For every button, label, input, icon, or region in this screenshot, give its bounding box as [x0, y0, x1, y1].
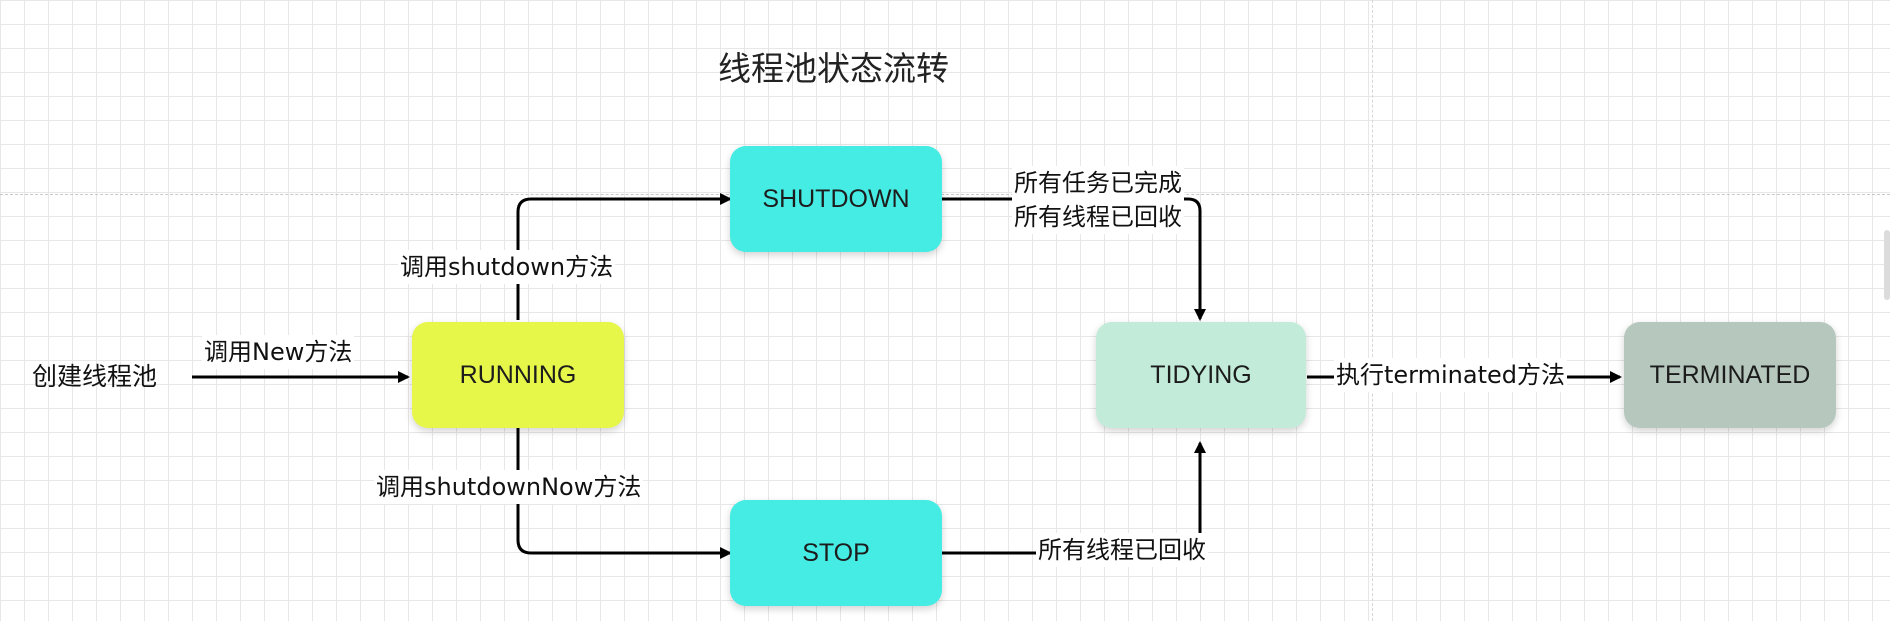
edge-label-to-stop: 调用shutdownNow方法 — [374, 470, 644, 504]
state-terminated-label: TERMINATED — [1649, 360, 1811, 389]
edge-running-stop — [516, 427, 732, 559]
edge-label-create: 调用New方法 — [202, 335, 355, 369]
edge-label-line-1: 所有任务已完成 — [1014, 169, 1182, 197]
state-stop[interactable]: STOP — [730, 500, 942, 606]
diagram-title: 线程池状态流转 — [718, 49, 949, 88]
state-running[interactable]: RUNNING — [412, 322, 624, 428]
start-label: 创建线程池 — [32, 362, 158, 391]
guide-line-horizontal — [0, 194, 1890, 195]
edge-label-to-terminated: 执行terminated方法 — [1334, 358, 1567, 392]
state-shutdown-label: SHUTDOWN — [762, 184, 910, 213]
state-tidying-label: TIDYING — [1150, 360, 1252, 389]
edge-label-shutdown-to-tidying: 所有任务已完成 所有线程已回收 — [1012, 166, 1184, 234]
state-shutdown[interactable]: SHUTDOWN — [730, 146, 942, 252]
state-tidying[interactable]: TIDYING — [1096, 322, 1306, 428]
edge-label-line-2: 所有线程已回收 — [1014, 203, 1182, 231]
state-stop-label: STOP — [802, 538, 870, 567]
state-running-label: RUNNING — [459, 360, 577, 389]
edge-label-to-shutdown: 调用shutdown方法 — [398, 250, 616, 284]
state-terminated[interactable]: TERMINATED — [1624, 322, 1836, 428]
edge-running-shutdown — [516, 193, 732, 320]
scrollbar[interactable] — [1884, 230, 1890, 300]
guide-line-vertical — [1372, 0, 1373, 621]
edge-shutdown-tidying — [942, 197, 1206, 321]
edge-label-stop-to-tidying: 所有线程已回收 — [1036, 533, 1208, 567]
